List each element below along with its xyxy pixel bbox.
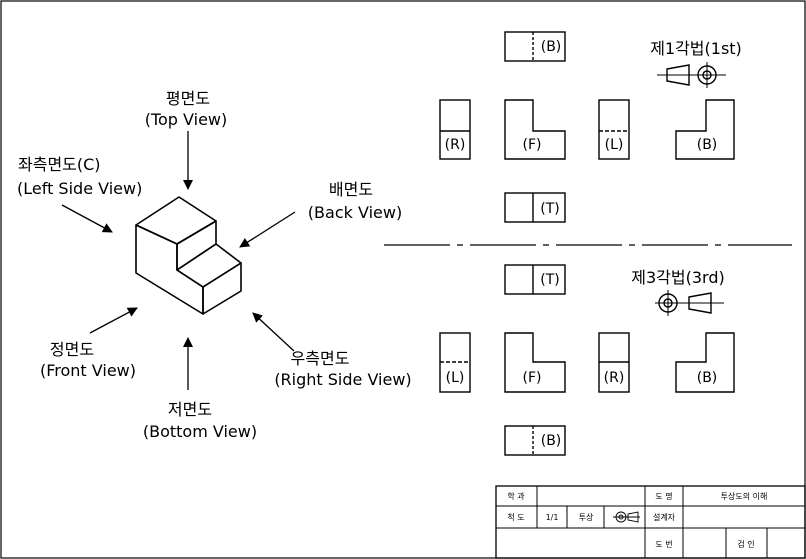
dept-label: 학 과: [507, 491, 525, 501]
third-angle-group: 제3각법(3rd) (T) (L) (F) (R) (B) (B: [439, 264, 735, 456]
first-left-view: [439, 99, 471, 160]
third-left-label: (L): [446, 370, 465, 386]
first-right-label: (L): [605, 137, 624, 153]
front-view-label-ko: 정면도: [50, 340, 94, 359]
projection-label: 투상: [579, 512, 594, 522]
scale-label: 척 도: [507, 513, 524, 522]
title-block: 학 과 척 도 1/1 투상 도 명 투상도의 이해 설계자 도 번 검 인: [495, 485, 806, 559]
back-view-label-ko: 배면도: [329, 180, 373, 199]
first-top-label: (B): [541, 39, 562, 55]
top-view-label-ko: 평면도: [166, 89, 210, 108]
scale-value: 1/1: [546, 513, 559, 522]
first-angle-group: 제1각법(1st) (B) (R) (F) (L) (B): [439, 31, 742, 223]
right-view-label-en: (Right Side View): [274, 370, 411, 389]
left-view-label-en: (Left Side View): [17, 179, 142, 198]
checker-label: 검 인: [737, 539, 754, 549]
front-view-label-en: (Front View): [40, 361, 136, 380]
first-back-view: [675, 99, 735, 160]
first-top-view: [504, 31, 566, 62]
arrow-left-view: [61, 204, 113, 233]
drawing-number-label: 도 번: [655, 540, 672, 549]
first-right-view: [598, 99, 630, 160]
drawing-name-label: 도 명: [655, 491, 672, 501]
arrow-front-view: [89, 307, 138, 334]
designer-label: 설계자: [653, 512, 676, 522]
third-angle-title: 제3각법(3rd): [631, 268, 724, 287]
drawing-name-value: 투상도의 이해: [721, 491, 768, 501]
third-top-label: (T): [540, 272, 559, 288]
first-front-view: [504, 99, 566, 160]
first-bottom-view: [504, 192, 566, 223]
first-left-label: (R): [445, 137, 466, 153]
first-angle-symbol: [657, 62, 726, 88]
first-front-label: (F): [523, 137, 542, 153]
left-view-label-ko: 좌측면도(C): [18, 155, 101, 174]
bottom-view-label-ko: 저면도: [168, 400, 212, 419]
bottom-view-label-en: (Bottom View): [143, 422, 257, 441]
view-arrows: [61, 131, 296, 390]
arrow-right-view: [252, 312, 295, 352]
third-front-label: (F): [523, 370, 542, 386]
third-bottom-label: (B): [541, 433, 562, 449]
third-back-label: (B): [697, 370, 718, 386]
first-back-label: (B): [697, 137, 718, 153]
isometric-object: [135, 196, 242, 315]
third-angle-symbol: [655, 290, 724, 316]
title-block-projection-symbol: [613, 511, 640, 523]
third-bottom-view: [504, 425, 566, 456]
third-right-label: (R): [604, 370, 625, 386]
first-bottom-label: (T): [540, 201, 559, 217]
back-view-label-en: (Back View): [308, 203, 402, 222]
right-view-label-ko: 우측면도: [291, 349, 350, 368]
third-top-view: [504, 264, 566, 295]
third-back-view: [675, 332, 735, 393]
first-angle-title: 제1각법(1st): [650, 39, 742, 58]
arrow-back-view: [239, 211, 296, 248]
third-front-view: [504, 332, 566, 393]
top-view-label-en: (Top View): [145, 110, 228, 129]
